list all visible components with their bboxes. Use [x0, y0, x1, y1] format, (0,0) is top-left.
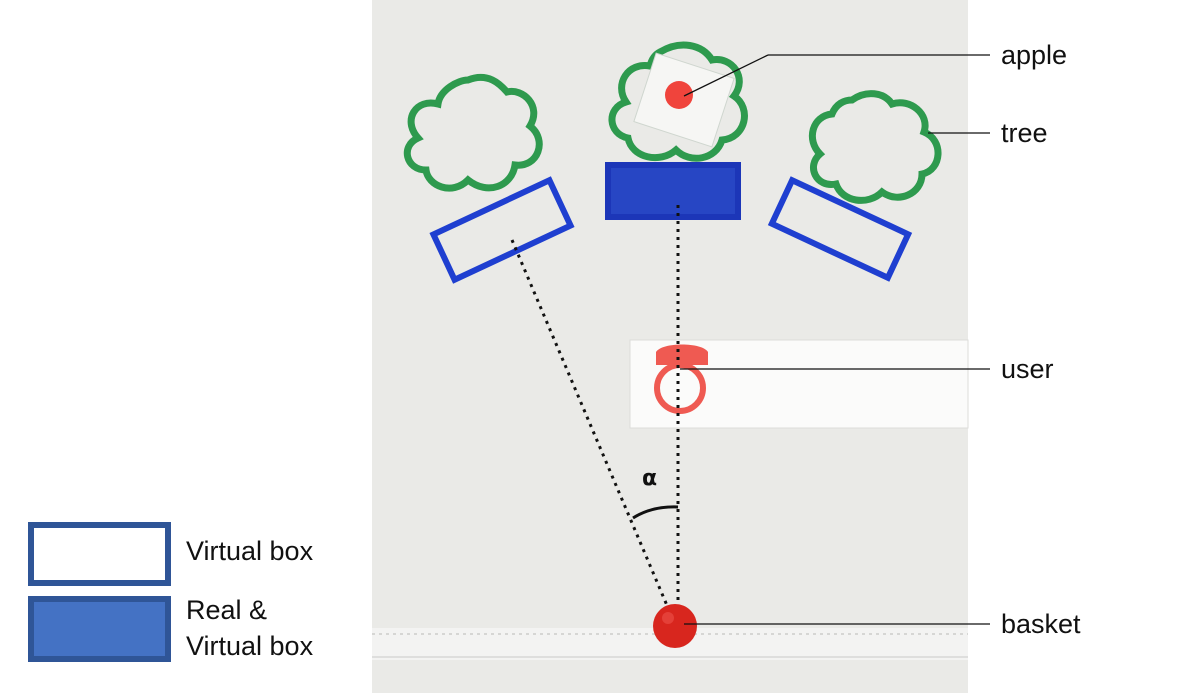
basket-shine — [662, 612, 674, 624]
legend-label-real-virtual-box-line1: Real & — [186, 595, 268, 625]
apple-label: apple — [1001, 40, 1068, 70]
legend-swatch-real-virtual-box — [28, 596, 171, 662]
user-paper — [629, 339, 969, 429]
sight-line-left — [510, 239, 676, 623]
user-label: user — [1001, 354, 1054, 384]
user-head-top — [656, 344, 708, 365]
angle-arc — [632, 505, 679, 520]
tree-middle — [608, 41, 748, 162]
real-virtual-box-middle — [605, 162, 741, 220]
legend-label-real-virtual-box-line2: Virtual box — [186, 631, 314, 661]
user-ring — [654, 362, 706, 414]
virtual-box-right — [767, 176, 913, 282]
tree-label: tree — [1001, 118, 1048, 148]
basket-marker — [653, 604, 697, 648]
virtual-box-left — [429, 176, 575, 284]
legend-swatch-virtual-box — [28, 522, 171, 586]
tree-left — [403, 73, 543, 192]
angle-label: α — [642, 466, 658, 491]
basket-label: basket — [1001, 609, 1081, 639]
apple-marker — [665, 81, 693, 109]
tree-right — [808, 90, 942, 204]
legend-label-virtual-box: Virtual box — [186, 536, 314, 566]
apple-callout-line — [683, 54, 769, 97]
